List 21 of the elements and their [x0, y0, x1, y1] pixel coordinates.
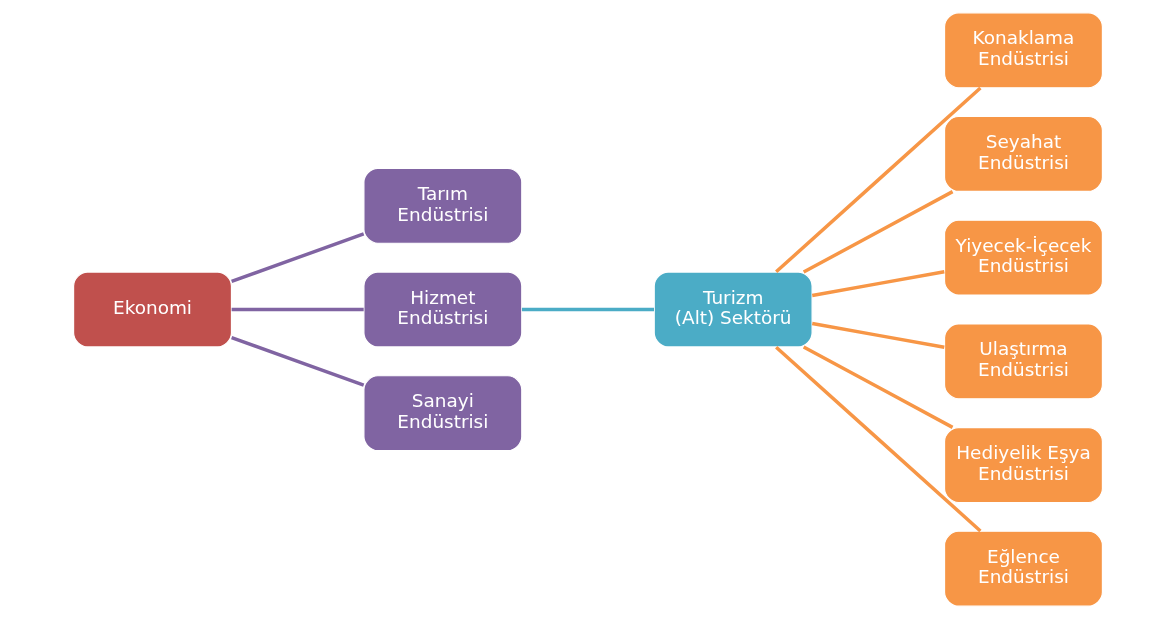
connector	[802, 190, 953, 274]
connector	[231, 307, 364, 312]
node-box: Turizm (Alt) Sektörü	[653, 271, 813, 348]
connector	[811, 270, 945, 298]
connector	[230, 232, 364, 284]
node-box: Hediyelik Eşya Endüstrisi	[943, 427, 1103, 504]
connector	[802, 345, 953, 429]
node-box: Konaklama Endüstrisi	[943, 12, 1103, 89]
node-box: Ekonomi	[72, 271, 232, 348]
connector	[811, 321, 945, 349]
node-box: Ulaştırma Endüstrisi	[943, 323, 1103, 400]
node-box: Sanayi Endüstrisi	[362, 375, 522, 452]
node-box: Seyahat Endüstrisi	[943, 115, 1103, 192]
node-box: Hizmet Endüstrisi	[362, 271, 522, 348]
connector	[774, 86, 982, 274]
connector	[774, 345, 982, 533]
connector	[230, 335, 364, 387]
node-box: Tarım Endüstrisi	[362, 167, 522, 244]
node-box: Yiyecek-İçecek Endüstrisi	[943, 219, 1103, 296]
connector	[521, 307, 654, 312]
node-box: Eğlence Endüstrisi	[943, 530, 1103, 607]
